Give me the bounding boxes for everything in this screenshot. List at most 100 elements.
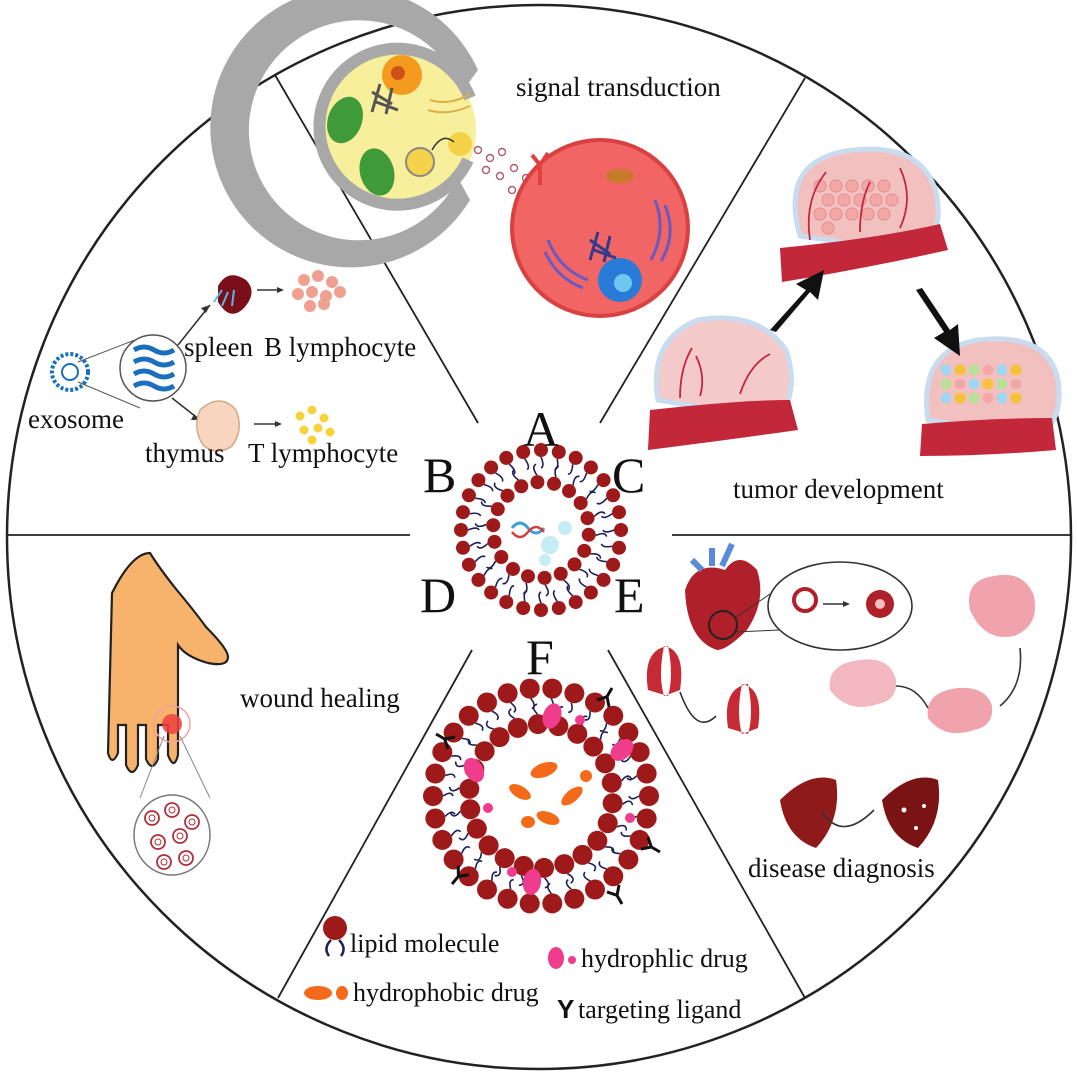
blood-vessel — [648, 400, 798, 450]
progression-arrow-up — [770, 270, 824, 332]
wound-exosome-core — [176, 832, 184, 840]
donor-cell-membrane — [313, 42, 476, 211]
lipid-head — [596, 473, 611, 488]
lipid-head — [516, 445, 531, 460]
lipid-tail — [508, 585, 515, 596]
b-lymphocyte — [292, 288, 304, 300]
tumor-mass — [653, 315, 794, 423]
lipid-head — [519, 893, 540, 914]
lipid-tail — [584, 711, 591, 721]
hydrophilic-drug — [507, 867, 517, 877]
legend-hydrophilic-label: hydrophlic drug — [581, 944, 748, 973]
blood-vessel — [920, 418, 1056, 456]
b-lymphocyte — [326, 276, 338, 288]
lipid-tail — [620, 831, 631, 838]
lipid-tail — [493, 482, 503, 492]
lipid-tail — [532, 703, 539, 715]
letter-a: A — [523, 401, 559, 457]
lipid-head — [494, 848, 515, 869]
zoom-line — [139, 735, 165, 799]
lipid-tail — [449, 810, 462, 817]
legend-lipid-head-icon — [323, 916, 347, 940]
lipid-head — [500, 488, 515, 503]
liver-icon-diseased — [882, 777, 940, 848]
lipid-tail — [568, 702, 573, 714]
divider-top-right — [599, 77, 806, 424]
flow-arrow — [999, 647, 1022, 707]
lipid-tail — [552, 589, 558, 602]
wound-exosome-core — [188, 818, 196, 826]
lipid-head — [461, 488, 476, 503]
lipid-tail — [588, 862, 597, 872]
membrane-protein — [132, 368, 176, 380]
tumor-cell — [982, 378, 994, 390]
lipid-tail — [547, 882, 552, 894]
wound-exosome — [150, 834, 166, 850]
section-immune-regulation: exosome spleen B lymphocyte thymus T lym… — [28, 270, 416, 468]
tumor-cell — [861, 207, 875, 221]
tumor-cell — [1010, 378, 1022, 390]
hydrophilic-drug — [463, 757, 485, 783]
hydrophobic-drug-marks — [509, 761, 592, 828]
letter-c: C — [612, 447, 645, 503]
lipid-tail — [620, 775, 633, 782]
lipid-head — [629, 829, 650, 850]
flow-arrow — [679, 691, 717, 724]
lipid-tail — [593, 511, 606, 518]
lipid-tail — [494, 866, 502, 877]
letter-d: D — [420, 567, 456, 623]
wound-exosome-core — [154, 838, 162, 846]
lipid-tail — [476, 542, 489, 549]
lipid-head — [466, 818, 487, 839]
secreted-exosome — [473, 145, 483, 155]
hydrophilic-drug-marks — [463, 703, 635, 895]
lipid-tail — [589, 484, 599, 493]
zoom-line — [734, 593, 771, 619]
nucleic-acid-cargo — [511, 525, 545, 539]
spleen-label: spleen — [184, 332, 253, 362]
lipid-tail — [474, 555, 486, 563]
lipid-head — [471, 572, 486, 587]
drug-exosome-lipid-heads — [423, 678, 659, 914]
tumor-cell — [940, 378, 952, 390]
healthy-exosome — [792, 587, 818, 613]
hydrophilic-drug — [625, 813, 635, 823]
lipid-head — [484, 585, 499, 600]
central-lipid-heads — [454, 443, 628, 617]
hydrophilic-drug — [610, 739, 634, 761]
section-wound-healing: wound healing — [106, 551, 400, 876]
letter-b: B — [423, 447, 456, 503]
recipient-er — [543, 239, 589, 290]
tumor-cell — [996, 364, 1008, 376]
wound-exosome — [172, 828, 188, 844]
tumor-cell — [821, 193, 835, 207]
lipid-tail — [473, 852, 483, 861]
hydrophobic-drug — [521, 816, 535, 828]
lipid-head — [494, 550, 509, 565]
lipid-head — [568, 450, 583, 465]
donor-nucleolus — [391, 66, 405, 80]
lipid-head — [497, 683, 518, 704]
golgi-apparatus — [370, 83, 399, 115]
progression-arrow-down — [916, 288, 960, 356]
disease-diagnosis-label: disease diagnosis — [748, 853, 935, 883]
arrowhead — [277, 287, 284, 293]
targeting-ligand — [435, 732, 456, 750]
central-exosome — [454, 443, 628, 617]
tumor-mass — [924, 336, 1062, 439]
t-lymphocyte — [299, 425, 309, 435]
lipid-tail — [448, 786, 460, 792]
lipid-head — [551, 600, 566, 615]
lipid-tail — [524, 458, 530, 471]
section-drug-delivery — [423, 678, 661, 914]
cargo-bubble — [541, 536, 559, 554]
lipid-tail — [469, 512, 482, 517]
lipid-head — [489, 727, 510, 748]
thymus-icon — [196, 400, 240, 452]
recipient-receptor — [530, 151, 550, 185]
tumor-cells — [813, 179, 899, 235]
recipient-cell — [510, 138, 690, 318]
lipid-head — [443, 849, 464, 870]
lipid-tail — [467, 527, 480, 531]
lipid-head — [618, 722, 639, 743]
